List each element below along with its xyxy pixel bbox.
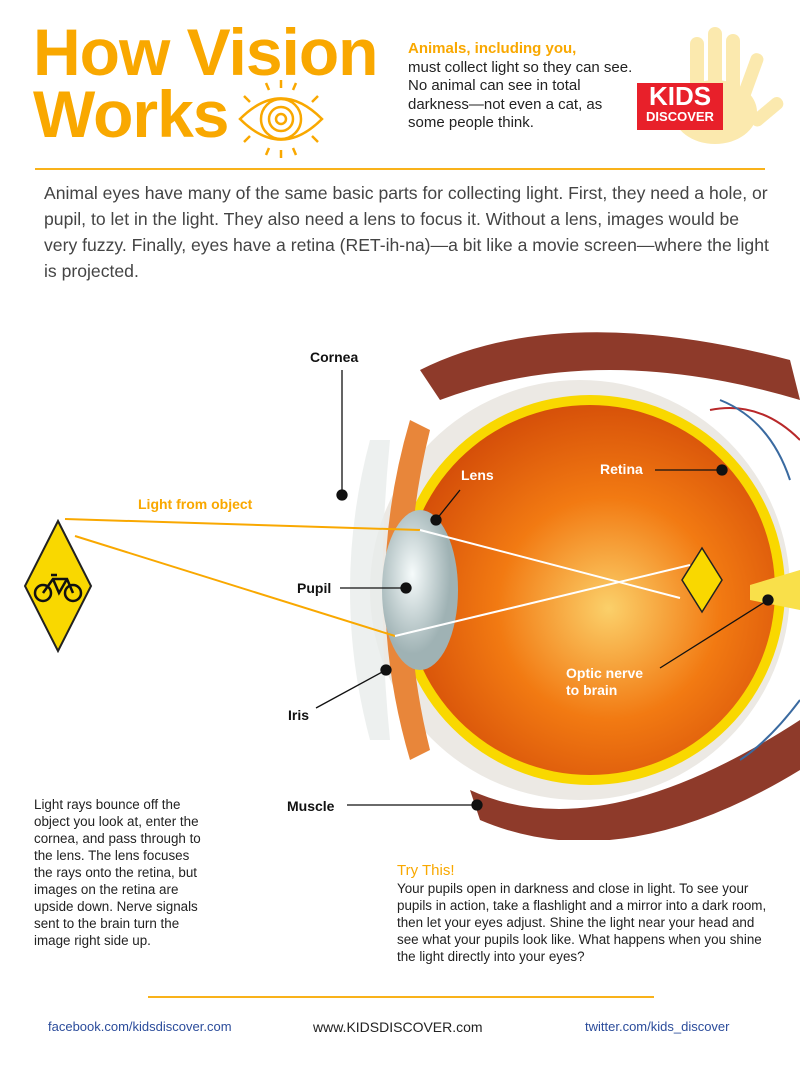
website-link[interactable]: www.KIDSDISCOVER.com <box>313 1019 483 1035</box>
label-muscle: Muscle <box>287 798 335 814</box>
label-light-from-object: Light from object <box>138 496 253 512</box>
retina-image-sign-icon <box>681 546 723 614</box>
header-divider <box>35 168 765 170</box>
eye-gear-icon <box>238 80 324 158</box>
label-cornea: Cornea <box>310 349 359 365</box>
muscle-bottom <box>470 720 800 840</box>
try-this-heading: Try This! <box>397 862 455 879</box>
title-line-2: Works <box>33 77 230 151</box>
try-this-body: Your pupils open in darkness and close i… <box>397 881 767 964</box>
logo-kids: KIDS <box>648 81 712 111</box>
label-pupil: Pupil <box>297 580 332 596</box>
logo-discover: DISCOVER <box>646 109 714 124</box>
bicycle-sign-icon <box>23 519 93 653</box>
facebook-link[interactable]: facebook.com/kidsdiscover.com <box>48 1019 232 1034</box>
kids-discover-logo[interactable]: KIDS DISCOVER <box>637 83 723 130</box>
footer-divider <box>148 996 654 998</box>
muscle-top <box>420 332 800 400</box>
title-line-1: How Vision <box>33 15 378 89</box>
label-lens: Lens <box>461 467 494 483</box>
try-this-box: Try This! Your pupils open in darkness a… <box>397 862 777 965</box>
side-explanation: Light rays bounce off the object you loo… <box>34 797 201 948</box>
lens <box>382 510 458 670</box>
intro-text: Animals, including you,must collect ligh… <box>408 40 633 131</box>
label-iris: Iris <box>288 707 310 723</box>
main-paragraph: Animal eyes have many of the same basic … <box>44 183 769 281</box>
label-retina: Retina <box>600 461 643 477</box>
eye-diagram <box>64 332 800 840</box>
twitter-link[interactable]: twitter.com/kids_discover <box>585 1019 730 1034</box>
